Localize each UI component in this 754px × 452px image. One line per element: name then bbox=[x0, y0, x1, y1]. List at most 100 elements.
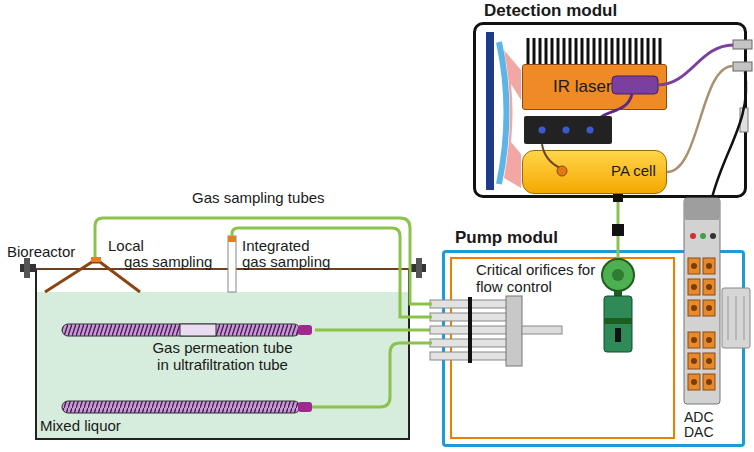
terminal bbox=[703, 300, 715, 316]
terminal-blocks bbox=[688, 258, 715, 390]
module-box: Pump modulCritical orifices for flow con… bbox=[442, 250, 745, 447]
permeation-tube bbox=[62, 401, 300, 413]
permeation-tube bbox=[62, 324, 300, 336]
cooling-fin bbox=[617, 38, 620, 64]
terminal bbox=[703, 279, 715, 295]
sampler-tip bbox=[228, 236, 236, 242]
cooling-fin bbox=[575, 38, 578, 64]
cooling-fin bbox=[659, 38, 662, 64]
terminal-body bbox=[703, 279, 715, 295]
heat-sink bbox=[528, 38, 660, 64]
mirror bbox=[486, 32, 494, 190]
ribbon-connector bbox=[740, 108, 748, 132]
cooling-fin bbox=[611, 38, 614, 64]
cooling-fin bbox=[533, 38, 536, 64]
connector-ridge bbox=[728, 296, 729, 340]
microphone bbox=[557, 166, 567, 176]
terminal bbox=[703, 332, 715, 348]
cooling-fin bbox=[587, 38, 590, 64]
board-pin bbox=[539, 127, 546, 134]
cooling-fin bbox=[539, 38, 542, 64]
terminal-screw bbox=[706, 263, 712, 269]
orifice-tube bbox=[430, 339, 508, 347]
terminal bbox=[688, 279, 700, 295]
cooling-fin bbox=[629, 38, 632, 64]
sampler-head bbox=[91, 257, 101, 262]
status-led bbox=[700, 233, 706, 239]
pump-hub bbox=[612, 269, 624, 281]
cooling-fin bbox=[653, 38, 656, 64]
orifice-tube bbox=[430, 326, 508, 334]
component-label: Mixed liquor bbox=[40, 418, 121, 435]
gas-sampling-tube bbox=[232, 228, 432, 317]
terminal bbox=[703, 353, 715, 369]
concave-mirror bbox=[499, 42, 507, 184]
tube-end-cap bbox=[298, 325, 312, 335]
gas-sampling-tube bbox=[312, 343, 432, 407]
bolt bbox=[416, 258, 422, 278]
module-heading: Detection modul bbox=[484, 2, 617, 21]
terminal bbox=[703, 374, 715, 390]
gas-sampling-tube bbox=[95, 218, 432, 304]
orifice-tube bbox=[430, 352, 508, 360]
label-anchor: gas sampling bbox=[124, 254, 212, 271]
tube-window bbox=[180, 324, 216, 336]
board-pin bbox=[563, 127, 570, 134]
component-label: Gas permeation tube in ultrafiltration t… bbox=[135, 340, 310, 373]
flange bbox=[20, 264, 36, 272]
terminal-screw bbox=[706, 284, 712, 290]
laser-cable bbox=[658, 45, 733, 85]
microphone-wire bbox=[542, 144, 560, 168]
component-box: ADC DAC bbox=[682, 198, 722, 442]
terminal bbox=[703, 258, 715, 274]
adc-device bbox=[684, 198, 720, 404]
terminal-body bbox=[688, 374, 700, 390]
component-label: Bioreactor bbox=[7, 244, 75, 261]
terminal bbox=[688, 374, 700, 390]
component-label: IR laser bbox=[553, 78, 612, 97]
data-cable bbox=[712, 72, 746, 198]
module-box: Detection modulIR laserPA cell bbox=[473, 22, 747, 198]
orifice-restriction bbox=[468, 336, 472, 350]
tube-end-cap bbox=[298, 402, 312, 412]
component-box: Gas permeation tube in ultrafiltration t… bbox=[60, 318, 315, 380]
orifice-restriction bbox=[468, 349, 472, 363]
bolt bbox=[24, 258, 30, 278]
terminal-screw bbox=[706, 358, 712, 364]
driver-wire bbox=[600, 94, 632, 118]
terminal-body bbox=[703, 374, 715, 390]
critical-orifice bbox=[430, 323, 508, 337]
side-connector bbox=[722, 288, 750, 348]
tank-box: BioreactorMixed liquorGas permeation tub… bbox=[35, 268, 410, 440]
terminal-screw bbox=[691, 358, 697, 364]
tube-junction bbox=[612, 224, 624, 236]
cooling-fin bbox=[623, 38, 626, 64]
laser-beam bbox=[504, 50, 521, 188]
terminal-screw bbox=[706, 337, 712, 343]
pump-motor bbox=[604, 296, 632, 352]
terminal-body bbox=[703, 300, 715, 316]
terminal-screw bbox=[691, 379, 697, 385]
integrated-sampler bbox=[228, 236, 236, 292]
critical-orifice bbox=[430, 336, 508, 350]
component-label: PA cell bbox=[611, 163, 656, 180]
terminal-body bbox=[688, 300, 700, 316]
status-led bbox=[710, 233, 716, 239]
pump-head bbox=[602, 259, 634, 291]
flange bbox=[410, 264, 426, 272]
terminal-body bbox=[688, 258, 700, 274]
terminal-screw bbox=[691, 284, 697, 290]
cooling-fin bbox=[593, 38, 596, 64]
component-box: PA cell bbox=[522, 150, 667, 194]
label-anchor: Gas sampling tubes bbox=[192, 190, 325, 207]
cooling-fin bbox=[581, 38, 584, 64]
component-box: Mixed liquor Gas permeation tube in ultra… bbox=[37, 292, 408, 438]
electronics-board bbox=[524, 116, 612, 144]
pump-inlet bbox=[617, 257, 620, 259]
signal-cable bbox=[667, 66, 733, 172]
orifice-restriction bbox=[468, 323, 472, 337]
terminal-screw bbox=[691, 305, 697, 311]
board-pin bbox=[587, 127, 594, 134]
